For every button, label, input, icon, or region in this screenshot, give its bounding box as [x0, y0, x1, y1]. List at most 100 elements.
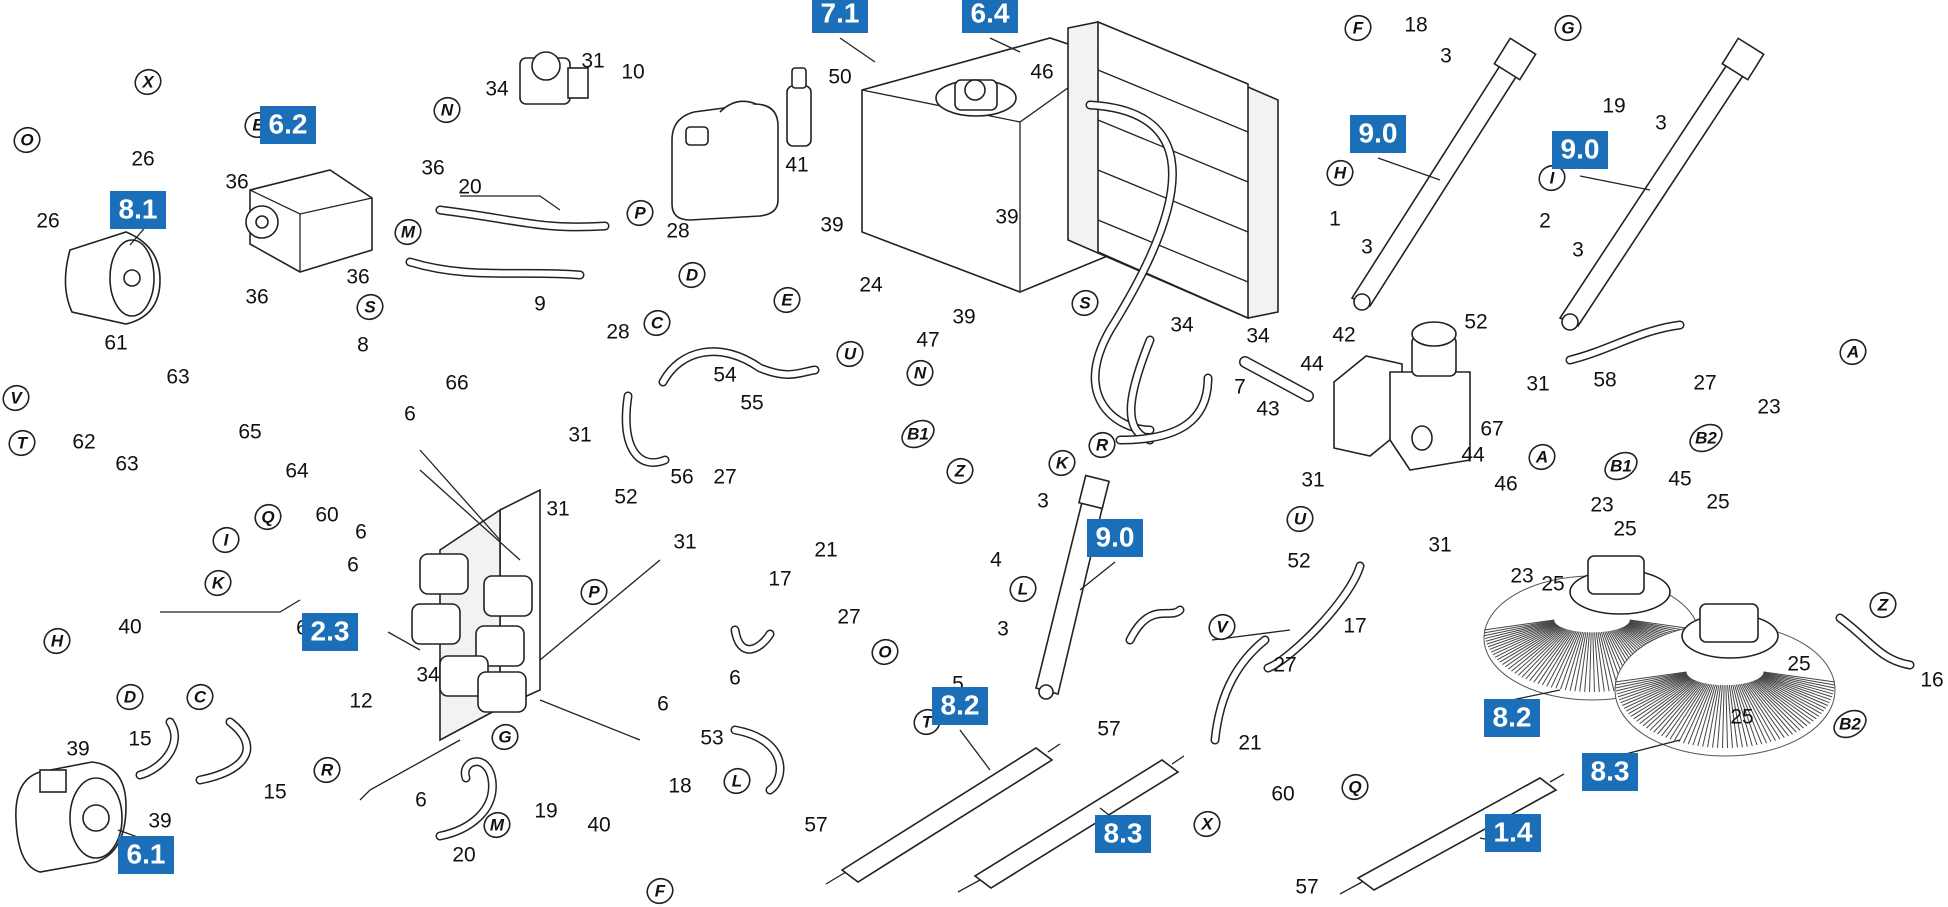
- connector-label-m: M: [394, 218, 422, 246]
- connector-label-s: S: [1071, 289, 1099, 317]
- part-number-label: 67: [1480, 418, 1503, 441]
- part-number-label: 25: [1730, 706, 1753, 729]
- oil-canister-drawing: [671, 100, 779, 221]
- part-number-label: 25: [1706, 491, 1729, 514]
- badge-label: 8.3: [1104, 817, 1143, 848]
- connector-label-t: T: [8, 429, 36, 457]
- part-number-label: 26: [131, 148, 154, 171]
- connector-letter: O: [20, 130, 33, 149]
- connector-label-i: I: [1538, 164, 1566, 192]
- part-number-label: 18: [1404, 14, 1427, 37]
- connector-label-k: K: [1048, 449, 1076, 477]
- connector-label-v: V: [1208, 613, 1236, 641]
- connector-letter: M: [401, 222, 416, 241]
- connector-label-z: Z: [1869, 591, 1897, 619]
- connector-label-b2: B2: [1689, 423, 1723, 453]
- badge-label: 8.2: [941, 689, 980, 720]
- flow-control-valve-drawing: [1333, 321, 1471, 471]
- part-number-label: 60: [315, 504, 338, 527]
- part-number-label: 39: [952, 306, 975, 329]
- badge-background: [1095, 815, 1151, 853]
- part-number-label: 43: [1256, 398, 1279, 421]
- part-number-label: 17: [1343, 615, 1366, 638]
- assembly-badge: 8.2: [1484, 699, 1540, 737]
- connector-label-x: X: [1193, 810, 1221, 838]
- part-number-label: 57: [804, 814, 827, 837]
- connector-letter: L: [1018, 579, 1028, 598]
- connector-label-v: V: [2, 384, 30, 412]
- connector-label-b2: B2: [1833, 709, 1867, 739]
- part-number-label: 39: [148, 810, 171, 833]
- connector-letter: A: [1846, 342, 1859, 361]
- badge-background: [118, 836, 174, 874]
- connector-label-l: L: [723, 767, 751, 795]
- connector-letter: R: [1096, 435, 1109, 454]
- connector-label-u: U: [1286, 505, 1314, 533]
- assembly-badge: 9.0: [1350, 115, 1406, 153]
- badge-label: 6.1: [127, 838, 166, 869]
- part-number-label: 25: [1541, 573, 1564, 596]
- part-number-label: 19: [1602, 95, 1625, 118]
- connector-letter: X: [141, 72, 155, 91]
- part-number-label: 3: [1655, 112, 1667, 135]
- part-number-label: 57: [1097, 718, 1120, 741]
- connector-label-o: O: [13, 126, 41, 154]
- part-number-label: 7: [1234, 376, 1246, 399]
- part-number-label: 54: [713, 364, 737, 387]
- connector-label-q: Q: [254, 503, 282, 531]
- assembly-badge: 6.1: [118, 836, 174, 874]
- connector-label-m: M: [483, 811, 511, 839]
- part-number-label: 66: [445, 372, 468, 395]
- part-number-label: 12: [349, 690, 372, 713]
- connector-letter: C: [651, 313, 664, 332]
- assembly-badge: 8.2: [932, 687, 988, 725]
- connector-label-n: N: [433, 96, 461, 124]
- connector-letter: I: [1550, 168, 1556, 187]
- part-number-label: 8: [357, 334, 369, 357]
- connector-letter: D: [686, 265, 698, 284]
- badge-background: [932, 687, 988, 725]
- part-number-label: 34: [485, 78, 509, 101]
- part-number-label: 23: [1510, 565, 1533, 588]
- part-number-label: 58: [1593, 369, 1616, 392]
- connector-letter: T: [17, 433, 29, 452]
- part-number-label: 31: [546, 498, 569, 521]
- badge-label: 8.3: [1591, 755, 1630, 786]
- connector-label-u: U: [836, 340, 864, 368]
- connector-label-e: E: [773, 286, 801, 314]
- badge-background: [1582, 753, 1638, 791]
- connector-label-h: H: [43, 627, 71, 655]
- connector-label-i: I: [212, 526, 240, 554]
- part-number-label: 57: [1295, 876, 1318, 899]
- shaft-1-4: [1339, 773, 1565, 895]
- connector-letter: Q: [261, 507, 274, 526]
- part-number-label: 27: [713, 466, 736, 489]
- part-number-label: 19: [534, 800, 557, 823]
- cylinder-9-0-b: [1558, 37, 1765, 331]
- connector-letter: D: [124, 687, 136, 706]
- connector-label-a: A: [1839, 338, 1867, 366]
- connector-letter: R: [321, 760, 334, 779]
- connector-label-r: R: [313, 756, 341, 784]
- side-brush-8-3: [1614, 603, 1836, 757]
- part-number-label: 3: [997, 618, 1009, 641]
- badge-label: 6.2: [269, 108, 308, 139]
- part-number-label: 31: [1301, 469, 1324, 492]
- part-number-label: 28: [666, 220, 689, 243]
- assembly-badge: 1.4: [1485, 814, 1541, 852]
- part-number-label: 9: [534, 293, 546, 316]
- part-number-label: 63: [115, 453, 138, 476]
- part-number-label: 52: [614, 486, 637, 509]
- part-number-label: 39: [66, 738, 89, 761]
- connector-label-z: Z: [946, 457, 974, 485]
- part-number-label: 36: [245, 286, 268, 309]
- shaft-8-3-left: [957, 755, 1185, 893]
- part-number-label: 42: [1332, 324, 1355, 347]
- badge-label: 8.2: [1493, 701, 1532, 732]
- part-number-label: 44: [1461, 444, 1485, 467]
- connector-label-b1: B1: [1604, 451, 1638, 481]
- connector-label-p: P: [626, 199, 654, 227]
- motor-6-1-drawing: [15, 761, 127, 873]
- hydraulic-pump-drawing: [245, 169, 373, 273]
